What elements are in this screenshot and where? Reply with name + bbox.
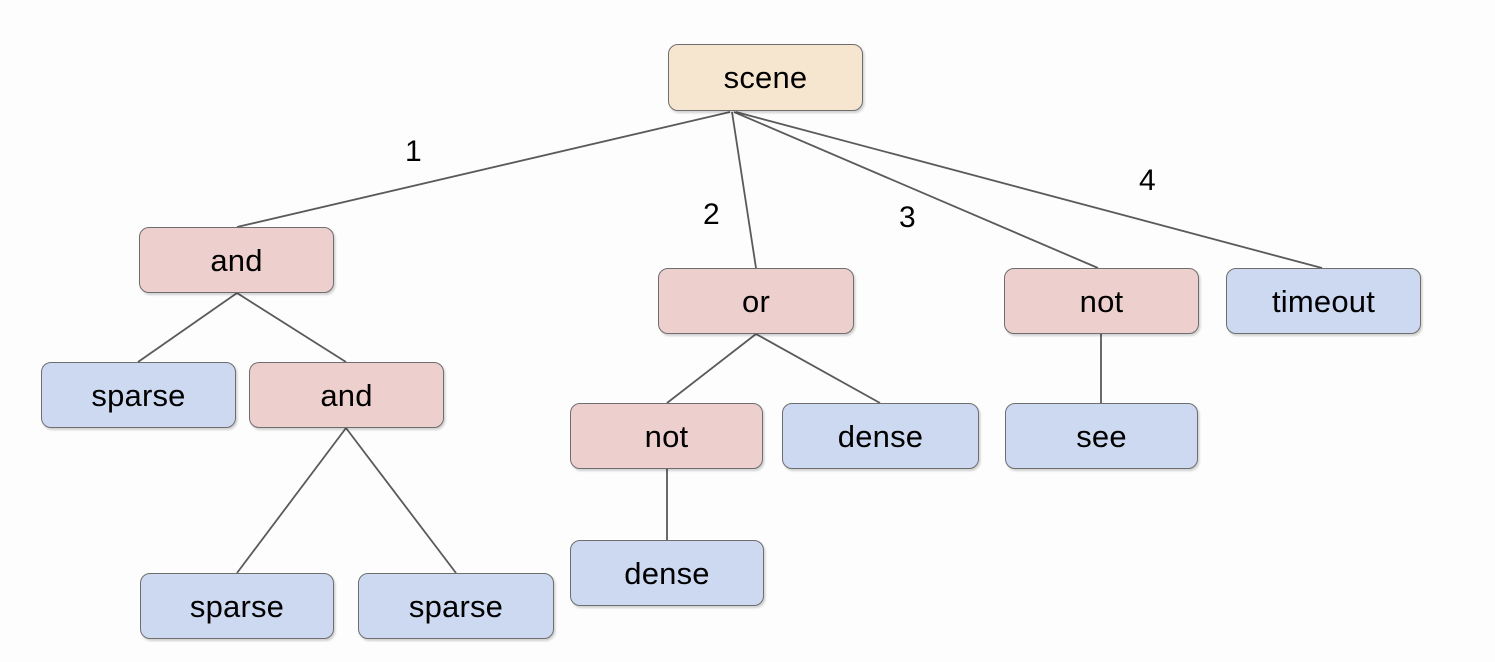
tree-node-not1[interactable]: not: [1004, 268, 1199, 334]
tree-node-dense1[interactable]: dense: [782, 403, 979, 469]
edge-label-3: 3: [899, 201, 916, 234]
tree-node-dense2[interactable]: dense: [570, 540, 764, 606]
tree-edge-and2-to-sparse2: [236, 427, 347, 574]
tree-node-and1[interactable]: and: [139, 227, 334, 293]
tree-edge-and1-to-and2: [236, 292, 347, 363]
tree-edge-or1-to-dense1: [755, 333, 881, 404]
tree-node-see[interactable]: see: [1005, 403, 1198, 469]
edge-label-4: 4: [1139, 164, 1156, 197]
tree-node-not2[interactable]: not: [570, 403, 763, 469]
tree-node-scene[interactable]: scene: [668, 44, 863, 111]
tree-node-sparse1[interactable]: sparse: [41, 362, 236, 428]
tree-edge-scene-to-not1: [733, 111, 1099, 269]
tree-node-or1[interactable]: or: [658, 268, 854, 334]
tree-edge-or1-to-not2: [666, 333, 757, 404]
tree-node-sparse2[interactable]: sparse: [140, 573, 334, 639]
tree-edge-scene-to-timeout: [735, 111, 1323, 269]
edge-label-2: 2: [703, 198, 720, 231]
tree-node-and2[interactable]: and: [249, 362, 444, 428]
tree-edge-scene-to-and1: [236, 111, 731, 228]
tree-edge-and1-to-sparse1: [137, 292, 238, 363]
tree-edge-and2-to-sparse3: [345, 427, 457, 574]
tree-edge-scene-to-or1: [731, 111, 757, 269]
tree-node-timeout[interactable]: timeout: [1226, 268, 1421, 334]
tree-node-sparse3[interactable]: sparse: [358, 573, 554, 639]
edge-label-1: 1: [405, 135, 422, 168]
